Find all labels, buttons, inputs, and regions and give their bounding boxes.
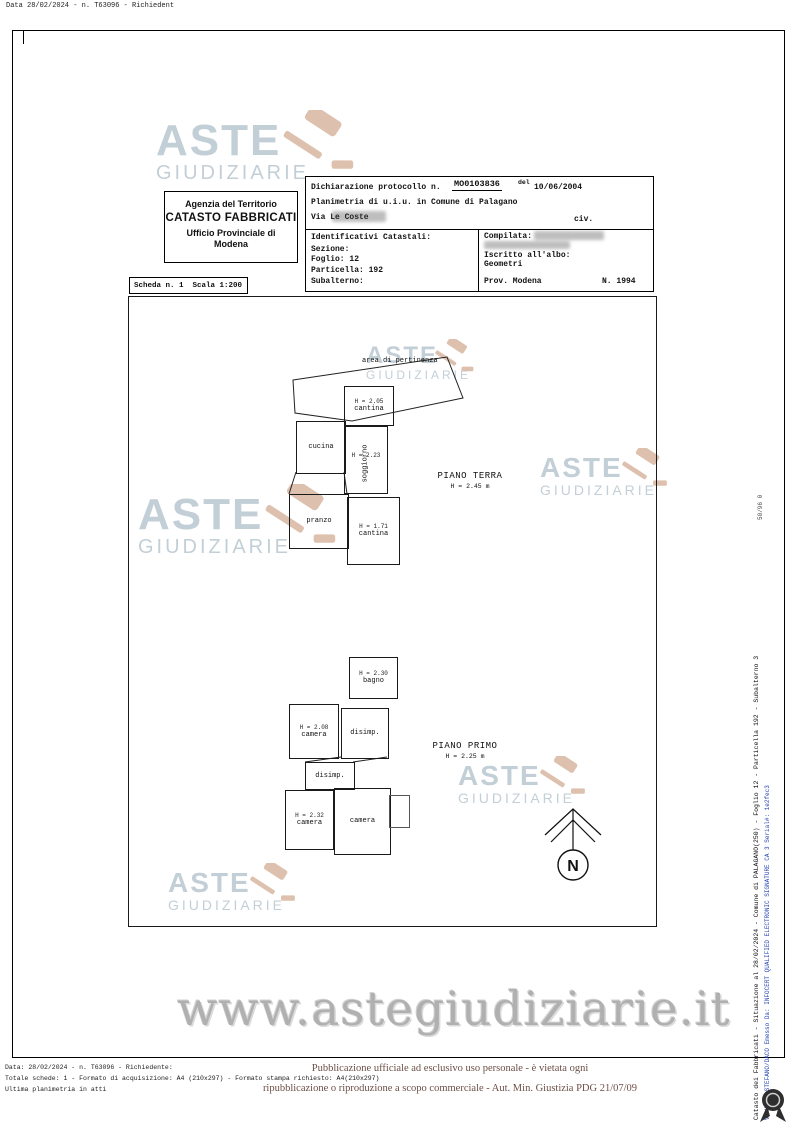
room-label: cantina	[354, 405, 384, 413]
area-di-pertinenza-label: area di pertinenza	[362, 357, 438, 365]
table-vertical-divider	[478, 229, 479, 291]
footer-ultima-line: Ultima planimetria in atti	[5, 1086, 107, 1093]
room-cantina-top: H = 2.05 cantina	[344, 386, 394, 426]
sezione-label: Sezione:	[311, 245, 350, 254]
iscritto-albo-label: Iscritto all'albo:	[484, 251, 571, 260]
del-label: del	[518, 179, 530, 186]
footer-legal-notice: Pubblicazione ufficiale ad esclusivo uso…	[120, 1063, 780, 1094]
room-pranzo: pranzo	[289, 494, 349, 549]
protocol-date: 10/06/2004	[534, 183, 583, 192]
frame-corner-tick	[23, 30, 24, 44]
room-label: disimp.	[350, 729, 380, 737]
floor-name: PIANO TERRA	[437, 471, 503, 481]
piano-terra-label: PIANO TERRA H = 2.45 m	[425, 471, 515, 490]
floor-plan-frame	[128, 296, 657, 927]
particella-value: Particella: 192	[311, 266, 384, 275]
astegiudiziarie-url-watermark: www.astegiudiziarie.it	[177, 982, 731, 1037]
footer-date-line: Data: 28/02/2024 - n. T63096 - Richieden…	[5, 1064, 173, 1071]
compilata-redaction-smudge	[484, 241, 570, 249]
room-height-label: H = 2.30	[359, 670, 388, 677]
page-border-frame	[12, 30, 785, 1058]
province-name: Modena	[213, 239, 248, 249]
room-camera-1: H = 2.08 camera	[289, 704, 339, 759]
protocol-table: Dichiarazione protocollo n. MO0103836 de…	[305, 176, 654, 292]
room-label: camera	[301, 730, 327, 739]
room-height-label: H = 2.08	[299, 723, 329, 731]
room-label: bagno	[362, 677, 384, 685]
room-disimpegno-2: disimp.	[305, 762, 355, 790]
compilata-label: Compilata:	[484, 232, 533, 241]
room-camera-2: H = 2.32 camera	[285, 790, 334, 850]
corner-date-note: Data 28/02/2024 - n. T63096 - Richiedent	[6, 2, 175, 10]
room-label: camera	[349, 817, 376, 825]
legal-notice-line-1: Pubblicazione ufficiale ad esclusivo uso…	[311, 1063, 589, 1074]
address-redaction-smudge	[332, 211, 386, 222]
room-cantina-bottom: H = 1.71 cantina	[347, 497, 400, 565]
room-soggiorno: H = 2.23 soggiorno	[344, 426, 388, 494]
room-disimpegno-1: disimp.	[341, 708, 389, 759]
floor-name: PIANO PRIMO	[432, 741, 498, 751]
side-catasto-info-text: Catasto dei Fabbricati - Situazione al 2…	[753, 655, 760, 1120]
agency-name: Agenzia del Territorio	[185, 199, 277, 209]
anno-number: N. 1994	[602, 277, 636, 286]
north-arrow-icon: N	[544, 808, 602, 881]
agency-header-box: Agenzia del Territorio CATASTO FABBRICAT…	[164, 191, 298, 263]
subalterno-label: Subalterno:	[311, 277, 364, 286]
declaration-label: Dichiarazione protocollo n.	[311, 183, 441, 192]
identificativi-label: Identificativi Catastali:	[311, 233, 432, 242]
room-height-label: H = 2.05	[354, 398, 384, 405]
scala-label: Scala 1:200	[192, 281, 242, 290]
footer-format-line: Totale schede: 1 - Formato di acquisizio…	[5, 1075, 380, 1082]
scheda-scala-box: Scheda n. 1 Scala 1:200	[129, 277, 248, 294]
room-label: soggiorno	[361, 444, 370, 483]
room-label: camera	[296, 819, 323, 827]
north-letter: N	[567, 858, 579, 875]
ribbon-seal-icon	[760, 1089, 786, 1122]
legal-notice-line-2: ripubblicazione o riproduzione a scopo c…	[262, 1083, 638, 1094]
footer-left-notes: Data: 28/02/2024 - n. T63096 - Richieden…	[5, 1062, 379, 1095]
compilata-redaction-smudge	[534, 231, 604, 240]
address-line: Via Le Coste	[311, 213, 369, 222]
room-label: cantina	[358, 530, 389, 538]
catasto-fabbricati-title: CATASTO FABBRICATI	[165, 212, 297, 224]
balcony-outline	[389, 795, 410, 828]
table-horizontal-divider	[306, 229, 653, 230]
civ-label: civ.	[574, 215, 594, 224]
room-height-label: H = 2.32	[295, 812, 324, 819]
scheda-label: Scheda n. 1	[134, 281, 184, 290]
side-sheet-id-text: 50/96 0	[757, 494, 764, 520]
room-label: disimp.	[315, 771, 345, 780]
room-label: pranzo	[306, 517, 332, 525]
floor-height: H = 2.45 m	[450, 483, 490, 490]
room-height-label: H = 1.71	[359, 523, 388, 530]
room-camera-3: camera	[334, 788, 391, 855]
room-label: cucina	[308, 443, 334, 451]
piano-primo-label: PIANO PRIMO H = 2.25 m	[420, 741, 510, 760]
albo-value: Geometri	[484, 260, 523, 269]
side-signature-text: VIVALDI STEFANO/DACO Emesso Da: INFOCERT…	[764, 785, 771, 1120]
room-cucina: cucina	[296, 421, 346, 474]
foglio-value: Foglio: 12	[311, 255, 360, 264]
floor-height: H = 2.25 m	[445, 753, 485, 760]
provincia-value: Prov. Modena	[484, 277, 542, 286]
room-height-label: H = 2.23	[351, 452, 381, 459]
planimetria-line: Planimetria di u.i.u. in Comune di Palag…	[311, 198, 518, 207]
protocol-number: MO0103836	[452, 179, 502, 191]
provincial-office-label: Ufficio Provinciale di	[186, 228, 276, 238]
room-bagno: H = 2.30 bagno	[349, 657, 398, 699]
